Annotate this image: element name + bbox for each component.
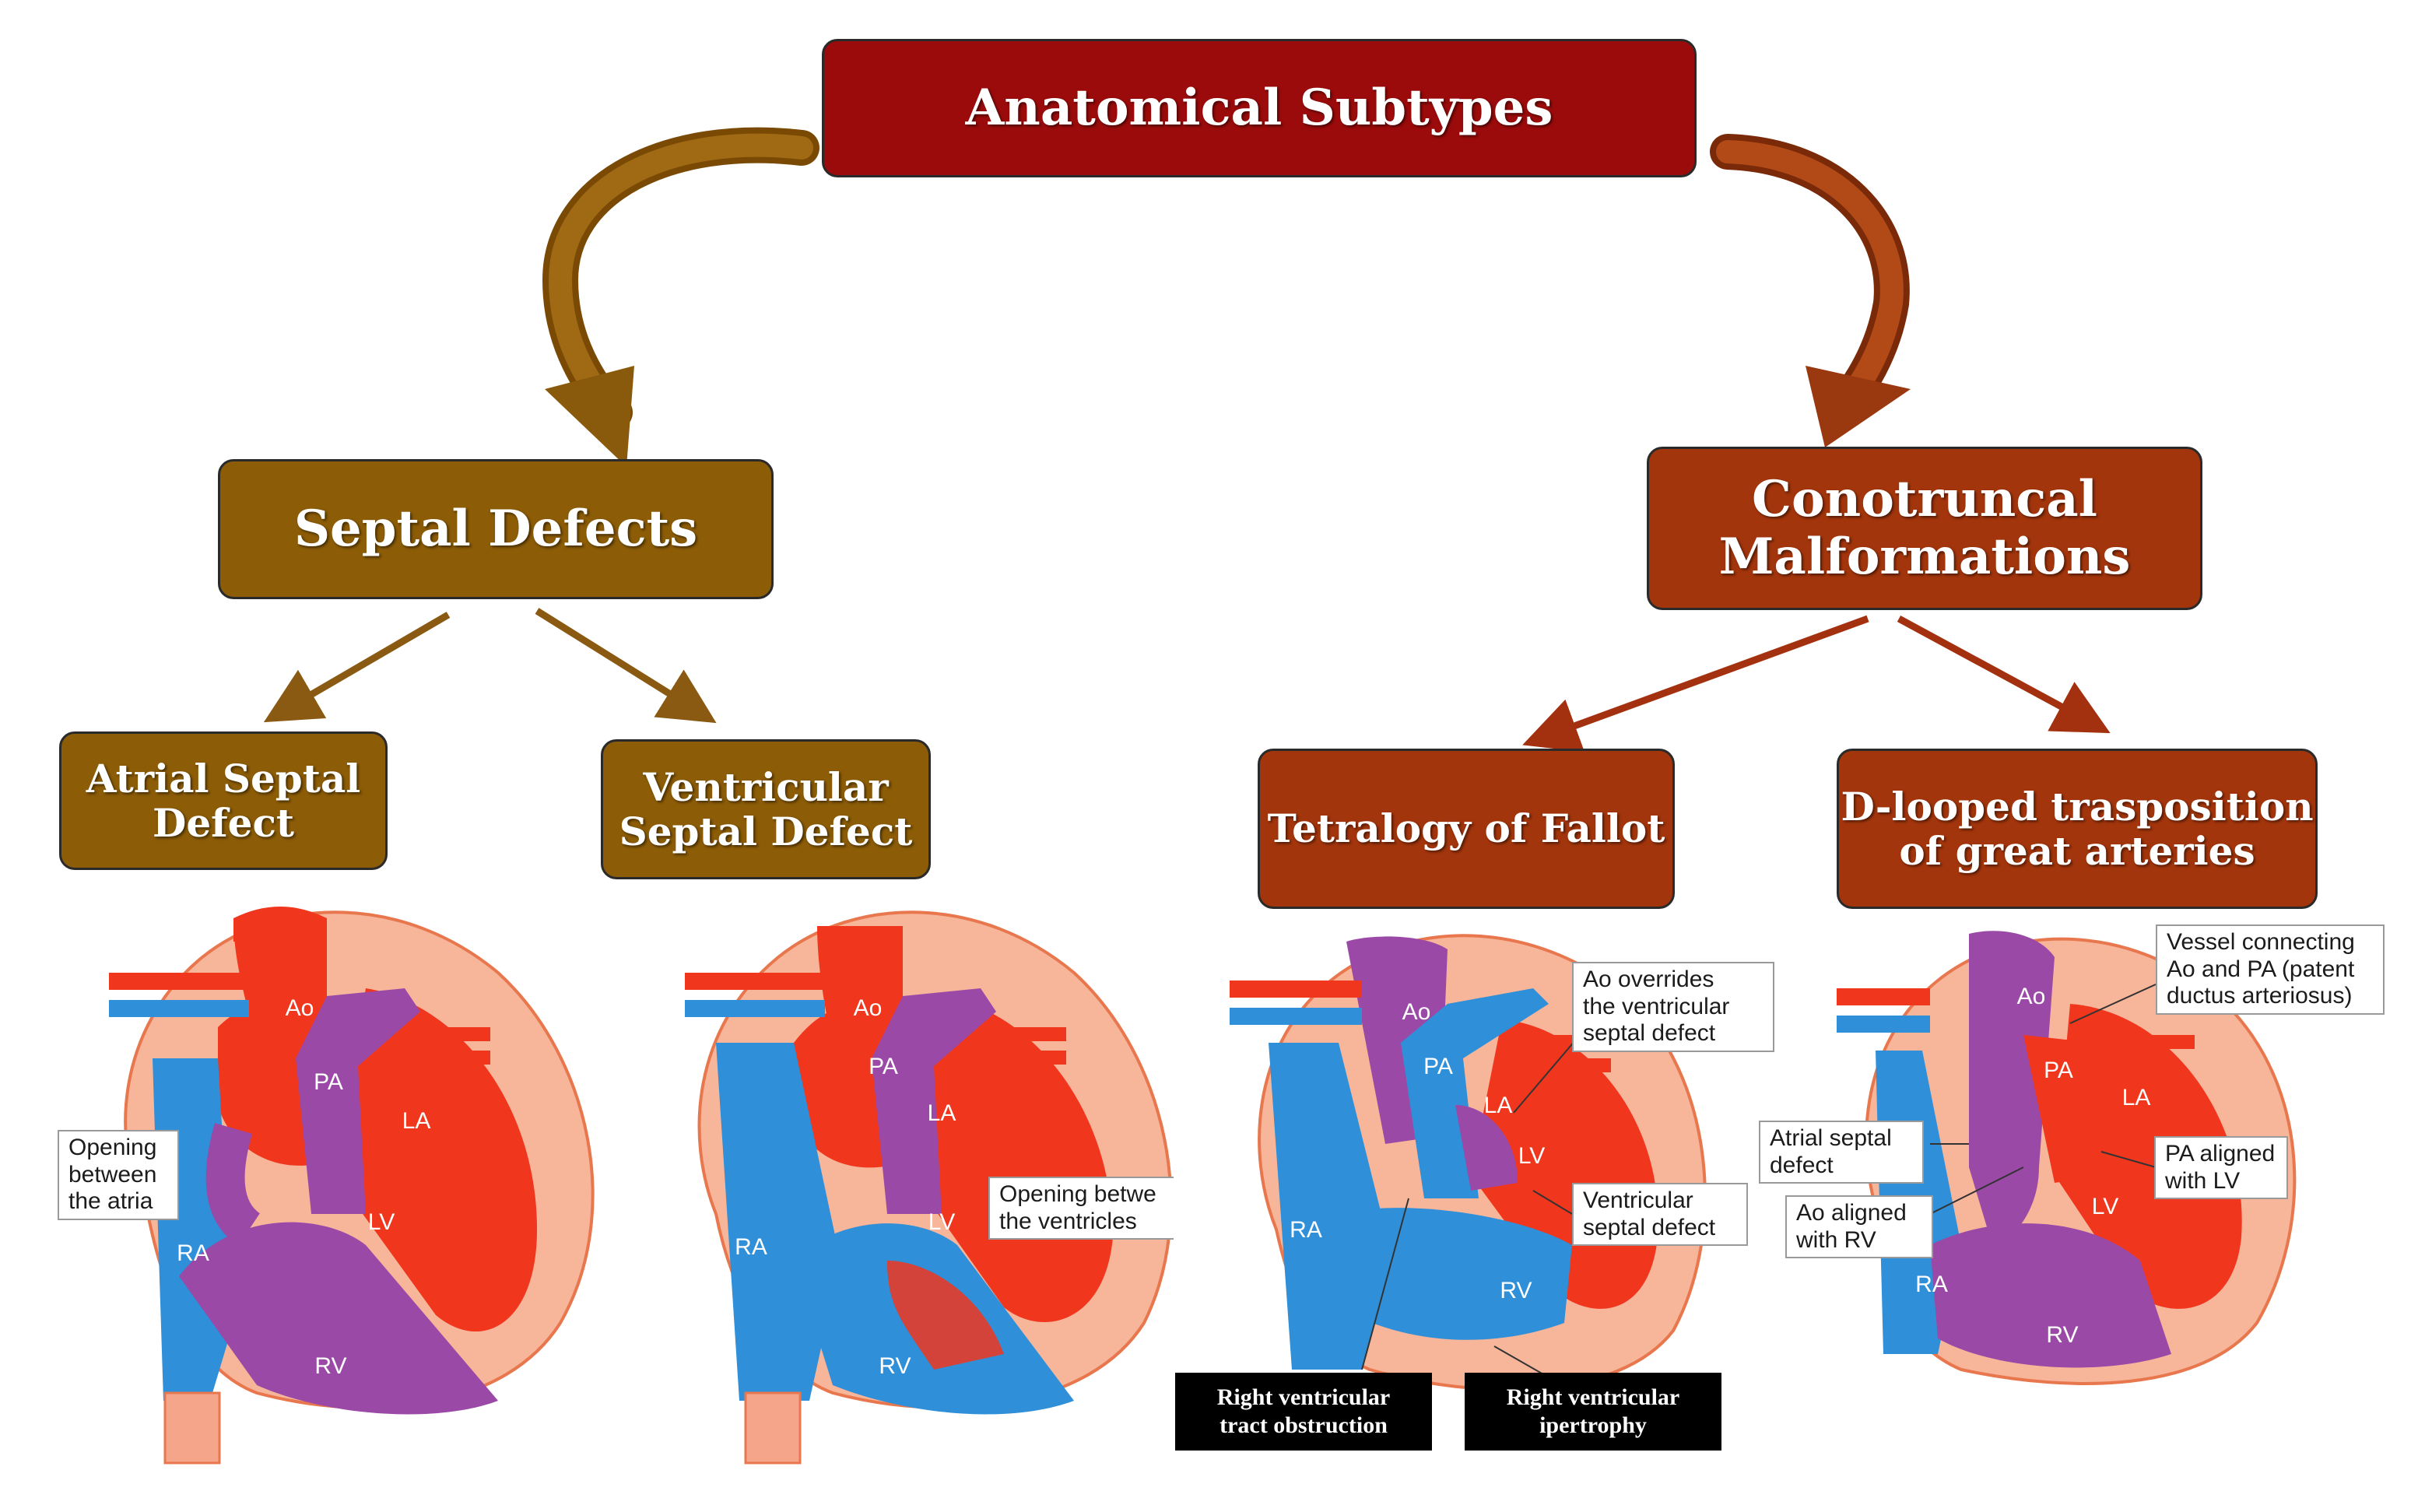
tof-label-pa: PA bbox=[1423, 1054, 1453, 1079]
callout-asd-opening: Opening between the atria bbox=[58, 1130, 179, 1220]
tag-rv-hypertrophy: Right ventricular ipertrophy bbox=[1465, 1373, 1721, 1451]
callout-dtga-asd: Atrial septal defect bbox=[1759, 1121, 1924, 1184]
subtype-asd-label: Atrial Septal Defect bbox=[86, 755, 361, 846]
tof-label-lv: LV bbox=[1518, 1143, 1545, 1169]
tof-label-rv: RV bbox=[1500, 1278, 1532, 1303]
vsd-label-ao: Ao bbox=[854, 995, 883, 1021]
dtga-label-ra: RA bbox=[1915, 1272, 1948, 1297]
asd-label-la: LA bbox=[402, 1108, 431, 1134]
vsd-label-lv: LV bbox=[928, 1209, 955, 1235]
vsd-label-la: LA bbox=[928, 1100, 956, 1126]
asd-label-ra: RA bbox=[177, 1240, 209, 1266]
curved-arrow-left bbox=[542, 127, 819, 467]
tag-rv-tract-obstruction: Right ventricular tract obstruction bbox=[1175, 1373, 1432, 1451]
curved-arrow-right bbox=[1710, 134, 1911, 447]
heart-illustration-dtga: Ao PA LA LV RA RV bbox=[1837, 931, 2297, 1385]
subtype-dtga-label: D-looped trasposition of great arteries bbox=[1841, 783, 2314, 874]
callout-dtga-ao-rv: Ao aligned with RV bbox=[1785, 1195, 1933, 1258]
heart-illustration-asd: Ao PA LA LV RA RV bbox=[109, 907, 595, 1465]
tof-label-la: LA bbox=[1484, 1093, 1513, 1118]
asd-label-rv: RV bbox=[314, 1353, 346, 1379]
vsd-label-ra: RA bbox=[735, 1234, 767, 1260]
subtype-vsd-label: Ventricular Septal Defect bbox=[619, 763, 913, 854]
arrow-to-asd bbox=[263, 612, 451, 723]
root-title-box: Anatomical Subtypes bbox=[822, 39, 1697, 177]
arrow-to-vsd bbox=[535, 608, 717, 724]
subtype-tetralogy-of-fallot: Tetralogy of Fallot bbox=[1258, 749, 1675, 909]
callout-dtga-pa-lv: PA aligned with LV bbox=[2154, 1136, 2288, 1199]
vsd-label-pa: PA bbox=[869, 1054, 898, 1079]
callout-tof-vsd: Ventricular septal defect bbox=[1572, 1183, 1748, 1246]
asd-label-pa: PA bbox=[314, 1069, 343, 1095]
category-conotruncal-label: Conotruncal Malformations bbox=[1718, 470, 2131, 586]
callout-tof-override: Ao overrides the ventricular septal defe… bbox=[1572, 962, 1774, 1052]
heart-illustration-vsd: Ao PA LA LV RA RV bbox=[685, 910, 1173, 1465]
tof-label-ao: Ao bbox=[1402, 999, 1431, 1025]
category-conotruncal-malformations: Conotruncal Malformations bbox=[1647, 447, 2202, 610]
asd-label-ao: Ao bbox=[286, 995, 314, 1021]
dtga-label-pa: PA bbox=[2044, 1058, 2073, 1083]
dtga-label-lv: LV bbox=[2092, 1194, 2118, 1219]
category-septal-label: Septal Defects bbox=[293, 500, 698, 559]
dtga-label-rv: RV bbox=[2046, 1322, 2078, 1348]
arrow-to-tof bbox=[1522, 615, 1869, 752]
asd-label-lv: LV bbox=[368, 1209, 395, 1235]
subtype-atrial-septal-defect: Atrial Septal Defect bbox=[59, 731, 388, 870]
category-septal-defects: Septal Defects bbox=[218, 459, 774, 599]
subtype-tof-label: Tetralogy of Fallot bbox=[1267, 805, 1665, 852]
callout-dtga-vessel: Vessel connecting Ao and PA (patent duct… bbox=[2156, 924, 2385, 1015]
subtype-ventricular-septal-defect: Ventricular Septal Defect bbox=[601, 739, 931, 879]
dtga-label-la: LA bbox=[2122, 1085, 2151, 1110]
arrow-to-dtga bbox=[1897, 616, 2111, 734]
root-title: Anatomical Subtypes bbox=[965, 79, 1553, 138]
subtype-d-looped-transposition: D-looped trasposition of great arteries bbox=[1837, 749, 2318, 909]
callout-vsd-opening: Opening betwe the ventricles bbox=[988, 1177, 1174, 1240]
vsd-label-rv: RV bbox=[879, 1353, 911, 1379]
dtga-label-ao: Ao bbox=[2017, 984, 2046, 1009]
tof-label-ra: RA bbox=[1290, 1217, 1322, 1243]
